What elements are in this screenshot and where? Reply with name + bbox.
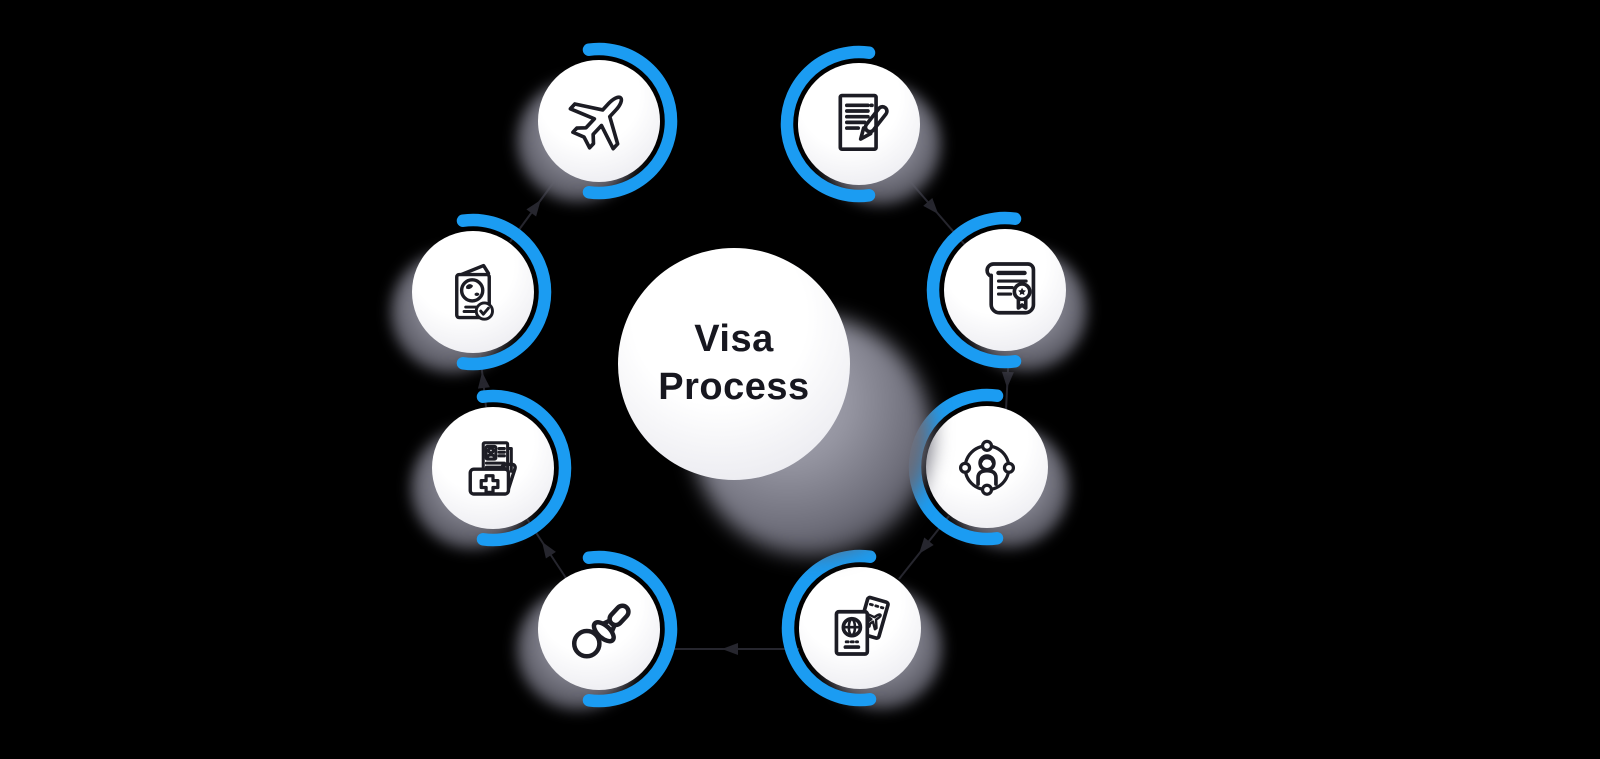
node-passport-and-tickets <box>775 543 945 713</box>
node-circle <box>538 568 660 690</box>
diagram-title: Visa Process <box>658 316 809 412</box>
node-visa-stamp <box>514 544 684 714</box>
progress-arc <box>582 42 678 200</box>
progress-arc <box>926 211 1022 369</box>
airplane-icon <box>568 95 624 151</box>
progress-arc <box>582 550 678 708</box>
center-circle: Visa Process <box>618 248 850 480</box>
passport-ticket-icon <box>834 595 890 656</box>
node-circle <box>412 231 534 353</box>
node-medical-documents <box>408 383 578 553</box>
certificate-scroll-icon <box>985 262 1036 315</box>
progress-arc <box>456 213 552 371</box>
node-circle <box>538 60 660 182</box>
title-line-2: Process <box>658 366 810 408</box>
node-application-form <box>774 39 944 209</box>
application-document-pen-icon <box>838 93 889 152</box>
progress-arc <box>780 45 876 203</box>
person-network-icon <box>958 439 1016 496</box>
medical-folder-icon <box>468 441 517 496</box>
node-circle <box>944 229 1066 351</box>
node-approval-certificate <box>920 205 1090 375</box>
node-circle <box>798 63 920 185</box>
approval-stamp-icon <box>571 603 631 659</box>
node-flight <box>514 36 684 206</box>
progress-arc <box>781 549 877 707</box>
node-approved-passport <box>388 207 558 377</box>
passport-globe-check-icon <box>455 263 494 321</box>
node-candidate-profile <box>902 382 1072 552</box>
progress-arc <box>476 389 572 547</box>
center-hub: Visa Process <box>618 248 932 556</box>
node-circle <box>926 406 1048 528</box>
node-circle <box>432 407 554 529</box>
node-circle <box>799 567 921 689</box>
title-line-1: Visa <box>694 318 774 361</box>
